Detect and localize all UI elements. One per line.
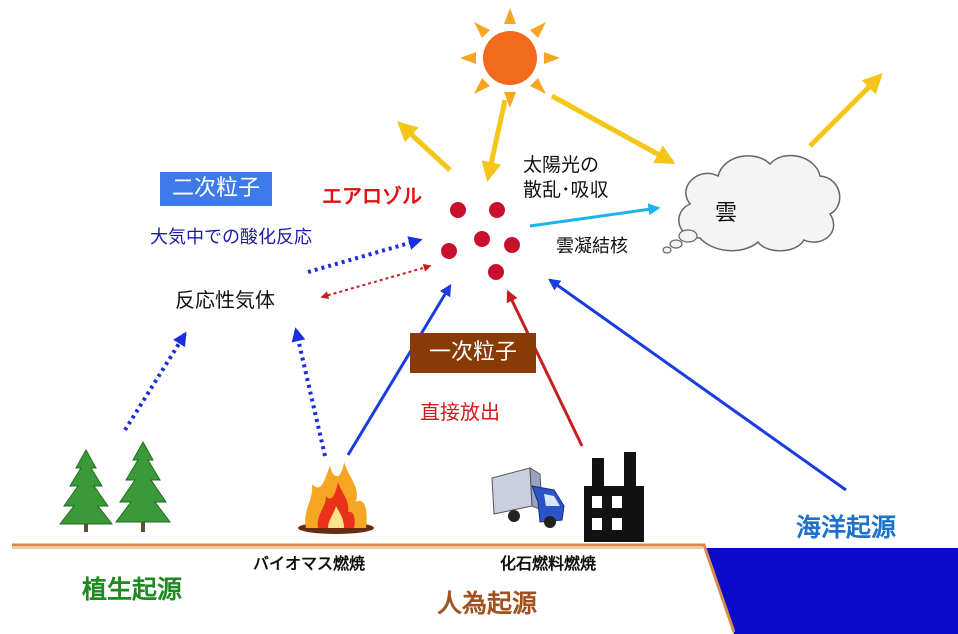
aerosol-particle <box>441 243 457 259</box>
sun-icon <box>460 8 560 108</box>
anthropogenic-origin-label: 人為起源 <box>437 589 538 618</box>
fossil-to-aerosol-arrow <box>506 289 584 447</box>
direct-emission-label: 直接放出 <box>420 400 500 424</box>
aerosol-particles <box>441 202 520 280</box>
secondary-particles-badge: 二次粒子 <box>160 172 272 206</box>
ocean-origin-label: 海洋起源 <box>796 513 897 542</box>
biomass-to-gas-arrow <box>291 327 327 457</box>
aerosol-particle <box>450 202 466 218</box>
truck-icon <box>491 467 565 528</box>
reaction-exchange-arrow <box>320 263 432 300</box>
biomass-burning-label: バイオマス燃焼 <box>253 554 366 573</box>
cloud-condensation-nuclei-label: 雲凝結核 <box>556 236 628 257</box>
ocean-to-aerosol-arrow <box>548 278 847 492</box>
oxidation-label: 大気中での酸化反応 <box>150 227 312 248</box>
sun-to-aerosol-arrow <box>481 99 508 182</box>
tree-icon <box>115 440 171 532</box>
tree-icon <box>58 448 114 532</box>
fossil-fuel-burning-label: 化石燃料燃焼 <box>500 554 597 573</box>
primary-particles-badge: 一次粒子 <box>410 333 536 373</box>
cloud-reflect-arrow <box>808 73 883 148</box>
fire-icon <box>298 462 374 534</box>
scattering-label-line1: 太陽光の <box>523 154 600 176</box>
factory-icon <box>584 452 644 542</box>
ground-line <box>12 543 736 633</box>
aerosol-to-cloud-arrow <box>529 203 661 228</box>
ocean <box>706 548 958 634</box>
reflect-arrow-left <box>397 121 452 172</box>
oxidation-arrow <box>307 236 423 274</box>
sun-to-cloud-arrow <box>550 93 676 165</box>
cloud-icon <box>662 154 841 254</box>
cloud-label: 雲 <box>715 201 738 226</box>
biomass-to-aerosol-arrow <box>346 283 452 456</box>
vegetation-to-gas-arrow <box>123 331 187 432</box>
reactive-gas-label: 反応性気体 <box>175 288 275 312</box>
aerosol-particle <box>474 231 490 247</box>
aerosol-particle <box>504 237 520 253</box>
aerosol-label: エアロゾル <box>322 184 422 208</box>
vegetation-origin-label: 植生起源 <box>82 575 183 604</box>
aerosol-particle <box>488 264 504 280</box>
scattering-label-line2: 散乱･吸収 <box>523 179 609 201</box>
aerosol-particle <box>489 202 505 218</box>
